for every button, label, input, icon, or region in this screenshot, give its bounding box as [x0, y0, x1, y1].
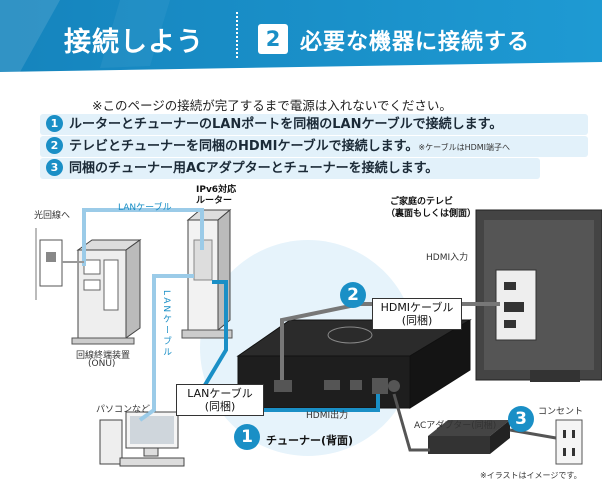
- wall-jack-icon: [35, 228, 63, 300]
- instruction-step-3: 3 同梱のチューナー用ACアダプターとチューナーを接続します。: [40, 158, 540, 179]
- page-title: 接続しよう: [64, 27, 204, 58]
- instruction-step-1: 1 ルーターとチューナーのLANポートを同梱のLANケーブルで接続します。: [40, 114, 588, 135]
- lan-cable-included-line2: (同梱): [204, 400, 236, 413]
- dc-cable: [392, 393, 430, 452]
- outlet-icon: [555, 419, 583, 465]
- step-2-note: ※ケーブルはHDMI端子へ: [418, 143, 511, 152]
- tuner-device-icon: [236, 319, 472, 409]
- tuner-label: チューナー(背面): [266, 434, 354, 447]
- lan-cable-vertical-label: LANケーブル: [161, 290, 171, 359]
- lan-cable-included-label: LANケーブル (同梱): [176, 384, 264, 416]
- connection-diagram: 光回線へ LANケーブル IPv6対応 ルーター 回線終端装置 (ONU) パソ…: [0, 180, 602, 484]
- outlet-label: コンセント: [538, 407, 584, 417]
- tv-icon: [475, 209, 602, 382]
- router-label-line1: IPv6対応: [196, 185, 237, 195]
- pc-label: パソコンなど: [96, 405, 151, 415]
- title-divider: [236, 12, 238, 58]
- router-label-line2: ルーター: [196, 196, 233, 206]
- hdmi-input-label: HDMI入力: [426, 253, 469, 263]
- step-2-number: 2: [46, 137, 63, 154]
- diagram-step-3-badge: 3: [508, 406, 534, 432]
- header-banner: 接続しよう 2 必要な機器に接続する: [0, 0, 602, 72]
- hdmi-cable-label-line2: (同梱): [401, 314, 433, 327]
- diagram-step-1-badge: 1: [234, 424, 260, 450]
- ac-adapter-icon: [428, 420, 510, 454]
- step-3-text: 同梱のチューナー用ACアダプターとチューナーを接続します。: [69, 161, 439, 176]
- tv-label-line2: （裏面もしくは側面）: [386, 209, 477, 219]
- step-1-text: ルーターとチューナーのLANポートを同梱のLANケーブルで接続します。: [69, 117, 503, 132]
- lan-cable-included-line1: LANケーブル: [187, 387, 253, 400]
- ac-adapter-label: ACアダプター(同梱): [414, 421, 497, 431]
- onu-label-line2: (ONU): [88, 359, 116, 369]
- hdmi-cable-label: HDMIケーブル (同梱): [372, 298, 462, 330]
- instruction-step-2: 2 テレビとチューナーを同梱のHDMIケーブルで接続します。※ケーブルはHDMI端…: [40, 136, 588, 157]
- illustration-note: ※イラストはイメージです。: [480, 471, 582, 480]
- banner-background: [0, 0, 602, 72]
- diagram-step-2-badge: 2: [340, 282, 366, 308]
- power-warning: ※このページの接続が完了するまで電源は入れないでください。: [92, 98, 452, 113]
- step-title: 必要な機器に接続する: [300, 30, 531, 55]
- lan-cable-top-label: LANケーブル: [118, 203, 172, 213]
- instruction-list: 1 ルーターとチューナーのLANポートを同梱のLANケーブルで接続します。 2 テレ…: [40, 114, 588, 179]
- tv-label-line1: ご家庭のテレビ: [390, 197, 454, 207]
- step-number-badge: 2: [258, 24, 288, 54]
- hdmi-output-label: HDMI出力: [306, 411, 349, 421]
- onu-label-line1: 回線終端装置: [76, 351, 131, 361]
- step-1-number: 1: [46, 115, 63, 132]
- onu-device-icon: [71, 239, 142, 345]
- lan-cable-router-pc: [138, 274, 194, 422]
- step-2-text: テレビとチューナーを同梱のHDMIケーブルで接続します。: [69, 139, 419, 154]
- pc-icon: [99, 411, 185, 467]
- lan-cable-onu-router: [82, 208, 204, 266]
- step-3-number: 3: [46, 159, 63, 176]
- optical-line-label: 光回線へ: [34, 211, 71, 221]
- hdmi-cable-label-line1: HDMIケーブル: [380, 301, 454, 314]
